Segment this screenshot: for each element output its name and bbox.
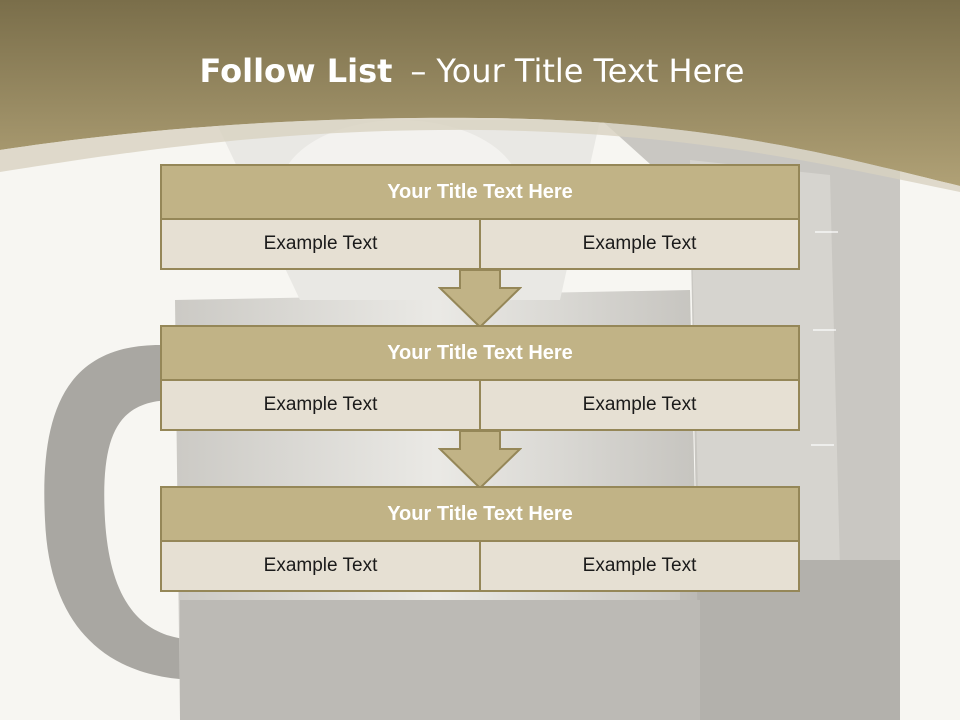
step-block-3: Your Title Text Here Example Text Exampl… bbox=[160, 486, 800, 592]
step-row: Example Text Example Text bbox=[160, 220, 800, 270]
header-band bbox=[0, 0, 960, 186]
step-cell-left: Example Text bbox=[162, 220, 479, 268]
step-cell-right: Example Text bbox=[479, 381, 798, 429]
step-cell-right: Example Text bbox=[479, 542, 798, 590]
step-cell-left: Example Text bbox=[162, 542, 479, 590]
step-row: Example Text Example Text bbox=[160, 381, 800, 431]
step-cell-right: Example Text bbox=[479, 220, 798, 268]
step-block-2: Your Title Text Here Example Text Exampl… bbox=[160, 325, 800, 431]
title-bold: Follow List bbox=[199, 52, 393, 90]
step-title: Your Title Text Here bbox=[160, 486, 800, 542]
title-separator: – bbox=[410, 52, 427, 90]
title-rest: Your Title Text Here bbox=[436, 52, 745, 90]
down-arrow-icon bbox=[438, 270, 522, 328]
slide-title: Follow List–Your Title Text Here bbox=[0, 52, 944, 90]
down-arrow-icon bbox=[438, 431, 522, 489]
step-row: Example Text Example Text bbox=[160, 542, 800, 592]
coffee-pot-handle bbox=[44, 345, 201, 680]
step-title: Your Title Text Here bbox=[160, 325, 800, 381]
step-cell-left: Example Text bbox=[162, 381, 479, 429]
step-block-1: Your Title Text Here Example Text Exampl… bbox=[160, 164, 800, 270]
step-title: Your Title Text Here bbox=[160, 164, 800, 220]
